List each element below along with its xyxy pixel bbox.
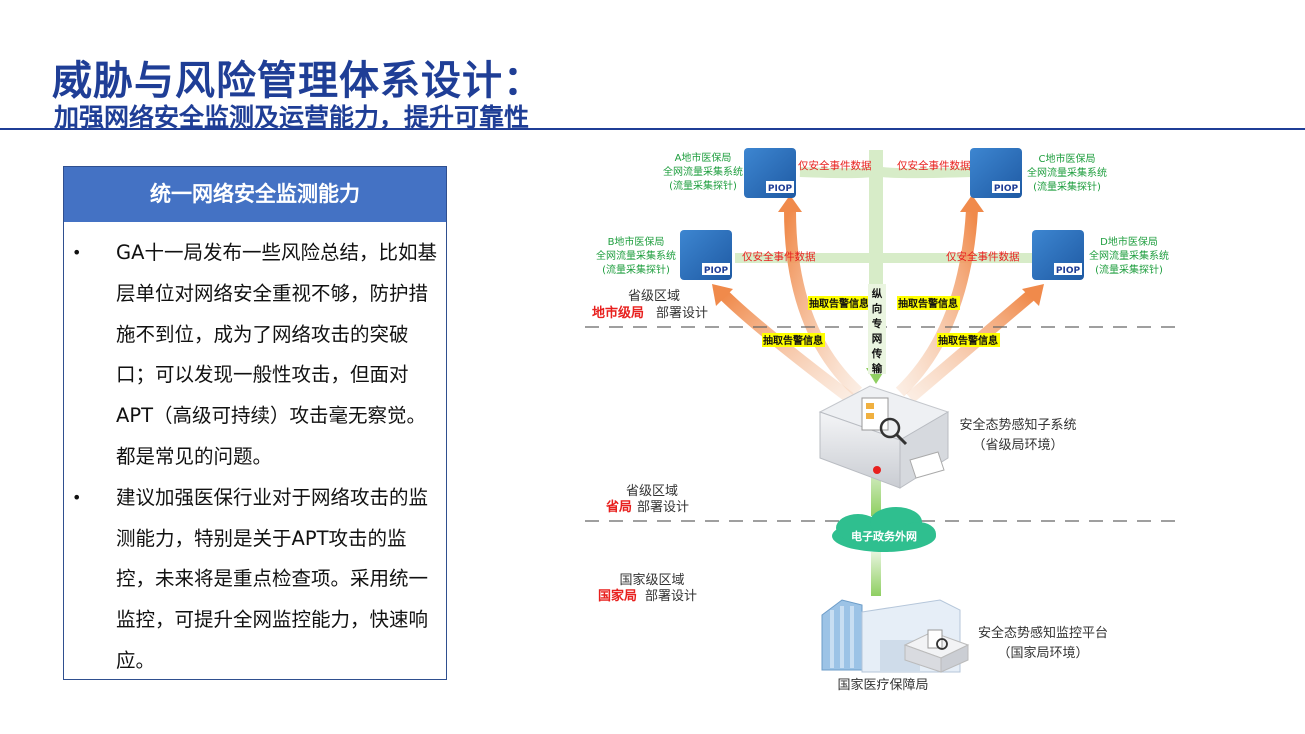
device-d: PIOP D地市医保局 全网流量采集系统 (流量采集探针) — [1032, 230, 1169, 280]
svg-text:省级区域: 省级区域 — [628, 289, 680, 304]
device-tag: PIOP — [704, 266, 729, 276]
cloud-icon — [832, 507, 936, 552]
svg-text:国家局: 国家局 — [598, 588, 637, 604]
vertical-transfer-label: 纵 向 专 网 传 输 — [868, 284, 886, 375]
device-name: D地市医保局 — [1100, 235, 1158, 248]
bullet-dot: • — [72, 487, 82, 507]
svg-text:部署设计: 部署设计 — [637, 500, 689, 515]
event-label-c: 仅安全事件数据 — [897, 159, 971, 172]
building-label: 国家医疗保障局 — [837, 677, 928, 693]
svg-text:部署设计: 部署设计 — [645, 589, 697, 604]
svg-text:国家级区域: 国家级区域 — [619, 572, 684, 588]
zone-label-nation: 国家级区域 国家局 部署设计 — [598, 572, 697, 604]
list-item: • 建议加强医保行业对于网络攻击的监测能力，特别是关于APT攻击的监控，未来将是重… — [64, 478, 446, 682]
device-system: 全网流量采集系统 — [1027, 166, 1107, 179]
server-subsystem-label: 安全态势感知子系统 — [959, 417, 1076, 433]
alert-label-1: 抽取告警信息 — [809, 297, 869, 310]
server-subsystem-env: （省级局环境） — [972, 438, 1063, 453]
vertical-char: 网 — [872, 333, 883, 345]
title-divider — [0, 128, 1305, 130]
zone-label-prov: 省级区域 省局 部署设计 — [605, 484, 689, 515]
alert-highlight — [937, 333, 1000, 347]
vertical-char: 专 — [872, 317, 883, 330]
device-c: PIOP C地市医保局 全网流量采集系统 (流量采集探针) — [970, 148, 1107, 198]
device-system: 全网流量采集系统 — [596, 249, 676, 262]
device-tag: PIOP — [1056, 266, 1081, 276]
event-label-b: 仅安全事件数据 — [742, 250, 816, 263]
device-system: 全网流量采集系统 — [663, 165, 743, 178]
bullet-dot: • — [72, 243, 82, 262]
svg-text:部署设计: 部署设计 — [656, 306, 708, 321]
monitoring-panel: 统一网络安全监测能力 • GA十一局发布一些风险总结，比如基层单位对网络安全重视不… — [63, 166, 447, 680]
event-label-d: 仅安全事件数据 — [946, 250, 1020, 263]
vertical-char: 向 — [872, 302, 883, 315]
device-probe: (流量采集探针) — [1033, 180, 1101, 193]
bullet-text: GA十一局发布一些风险总结，比如基层单位对网络安全重视不够，防护措施不到位，成为… — [116, 241, 437, 468]
alert-highlight — [808, 296, 871, 310]
device-tag: PIOP — [994, 184, 1019, 194]
alert-label-2: 抽取告警信息 — [898, 297, 958, 310]
cloud-label: 电子政务外网 — [851, 529, 917, 543]
panel-heading: 统一网络安全监测能力 — [64, 167, 446, 222]
alert-label-3: 抽取告警信息 — [763, 334, 823, 347]
device-b: PIOP B地市医保局 全网流量采集系统 (流量采集探针) — [596, 230, 732, 280]
device-system: 全网流量采集系统 — [1089, 249, 1169, 262]
bullet-text: 建议加强医保行业对于网络攻击的监测能力，特别是关于APT攻击的监控，未来将是重点… — [116, 485, 429, 672]
svg-text:省级区域: 省级区域 — [626, 484, 678, 499]
alert-label-4: 抽取告警信息 — [938, 334, 998, 347]
list-item: • GA十一局发布一些风险总结，比如基层单位对网络安全重视不够，防护措施不到位，成… — [64, 233, 446, 478]
svg-text:省局: 省局 — [605, 499, 632, 515]
vertical-char: 传 — [871, 347, 883, 360]
event-label-a: 仅安全事件数据 — [798, 159, 872, 172]
page-title: 威胁与风险管理体系设计： — [52, 58, 544, 104]
device-probe: (流量采集探针) — [669, 179, 737, 192]
vertical-char: 输 — [872, 362, 883, 375]
device-a: PIOP A地市医保局 全网流量采集系统 (流量采集探针) — [663, 148, 796, 198]
device-tag: PIOP — [768, 184, 793, 194]
alert-highlight — [897, 296, 960, 310]
device-name: A地市医保局 — [675, 151, 732, 164]
device-probe: (流量采集探针) — [1095, 263, 1163, 276]
alert-highlight — [762, 333, 825, 347]
bullet-list: • GA十一局发布一些风险总结，比如基层单位对网络安全重视不够，防护措施不到位，成… — [64, 233, 446, 682]
device-name: C地市医保局 — [1039, 152, 1096, 165]
device-name: B地市医保局 — [608, 235, 665, 248]
svg-text:地市级局: 地市级局 — [592, 305, 644, 321]
server-subsystem-icon — [818, 385, 950, 489]
platform-env: （国家局环境） — [997, 645, 1088, 661]
zone-label-city: 省级区域 地市级局 部署设计 — [592, 289, 708, 321]
platform-label: 安全态势感知监控平台 — [978, 625, 1108, 641]
page-subtitle: 加强网络安全监测及运营能力，提升可靠性 — [54, 103, 530, 132]
vertical-char: 纵 — [872, 287, 883, 300]
device-probe: (流量采集探针) — [602, 263, 670, 276]
platform-server-icon — [903, 629, 970, 673]
